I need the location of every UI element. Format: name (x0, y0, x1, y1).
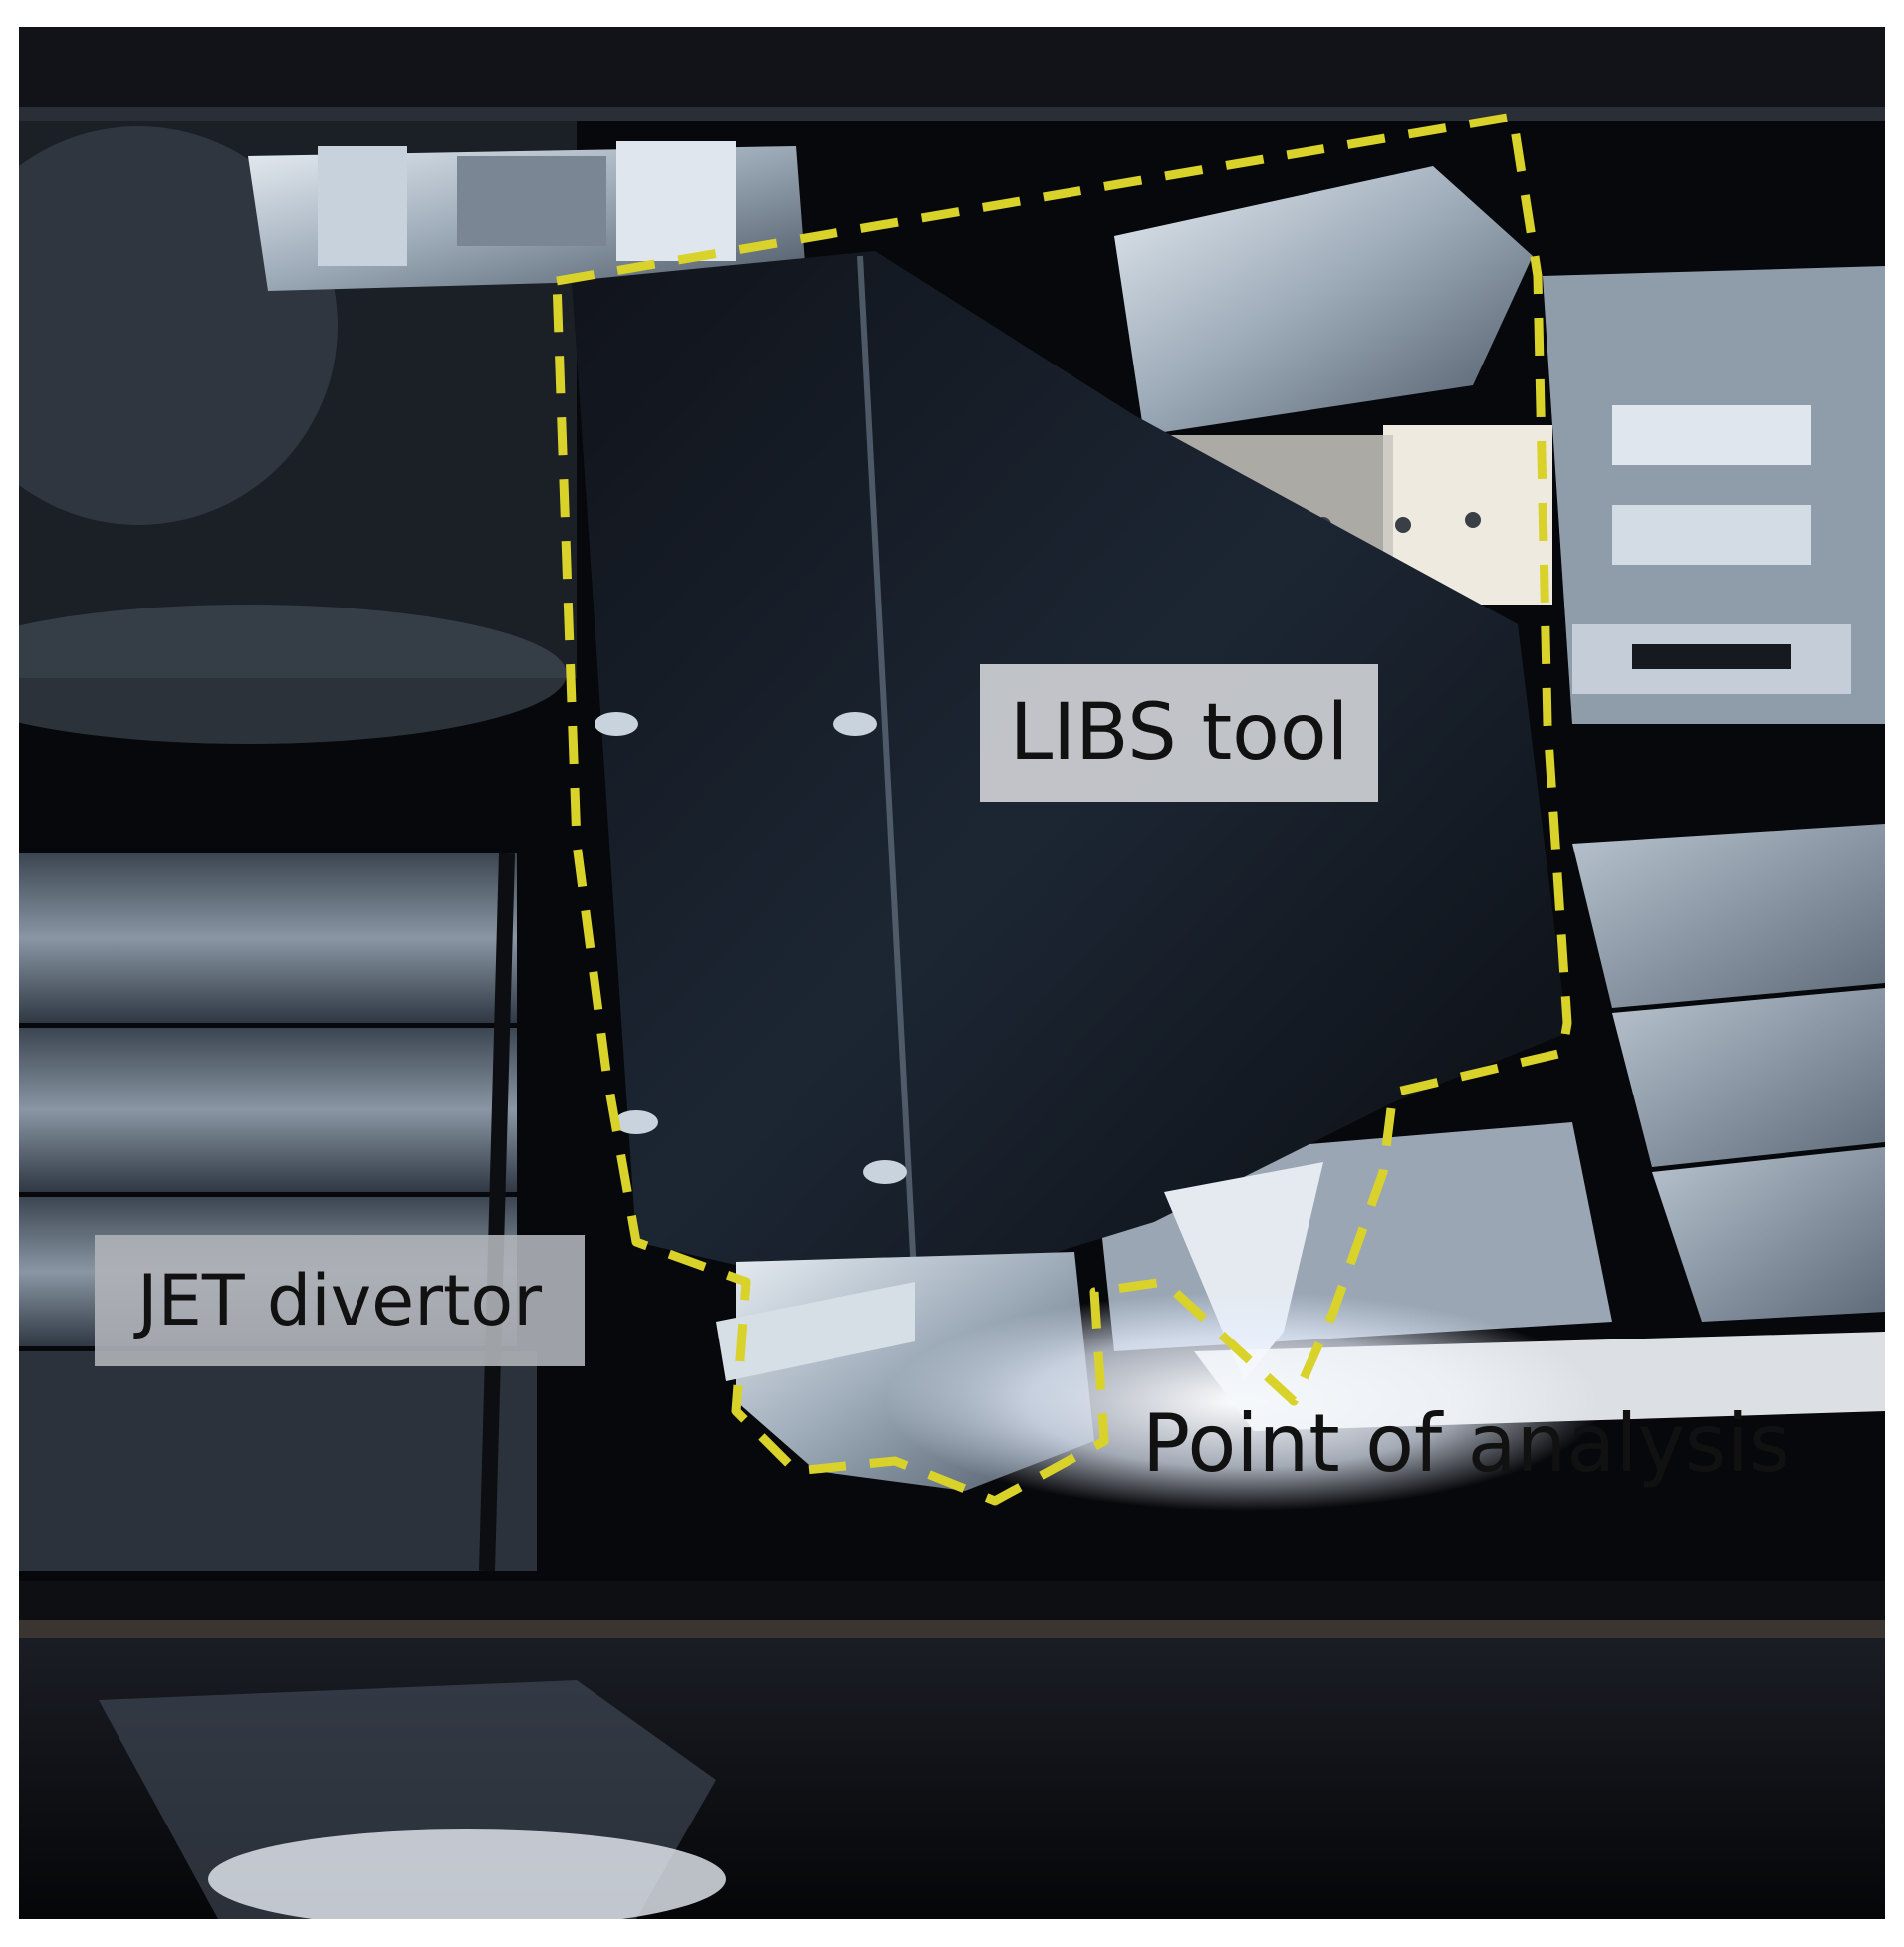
point-of-analysis-label: Point of analysis (1142, 1397, 1790, 1490)
libs-tool-label: LIBS tool (980, 664, 1378, 802)
jet-divertor-label: JET divertor (95, 1235, 585, 1366)
divertor-tiles-left (19, 852, 537, 1572)
photo-scene (19, 27, 1885, 1919)
tool-outline (552, 112, 1572, 1506)
photo-frame: LIBS tool JET divertor Point of analysis (19, 27, 1885, 1919)
